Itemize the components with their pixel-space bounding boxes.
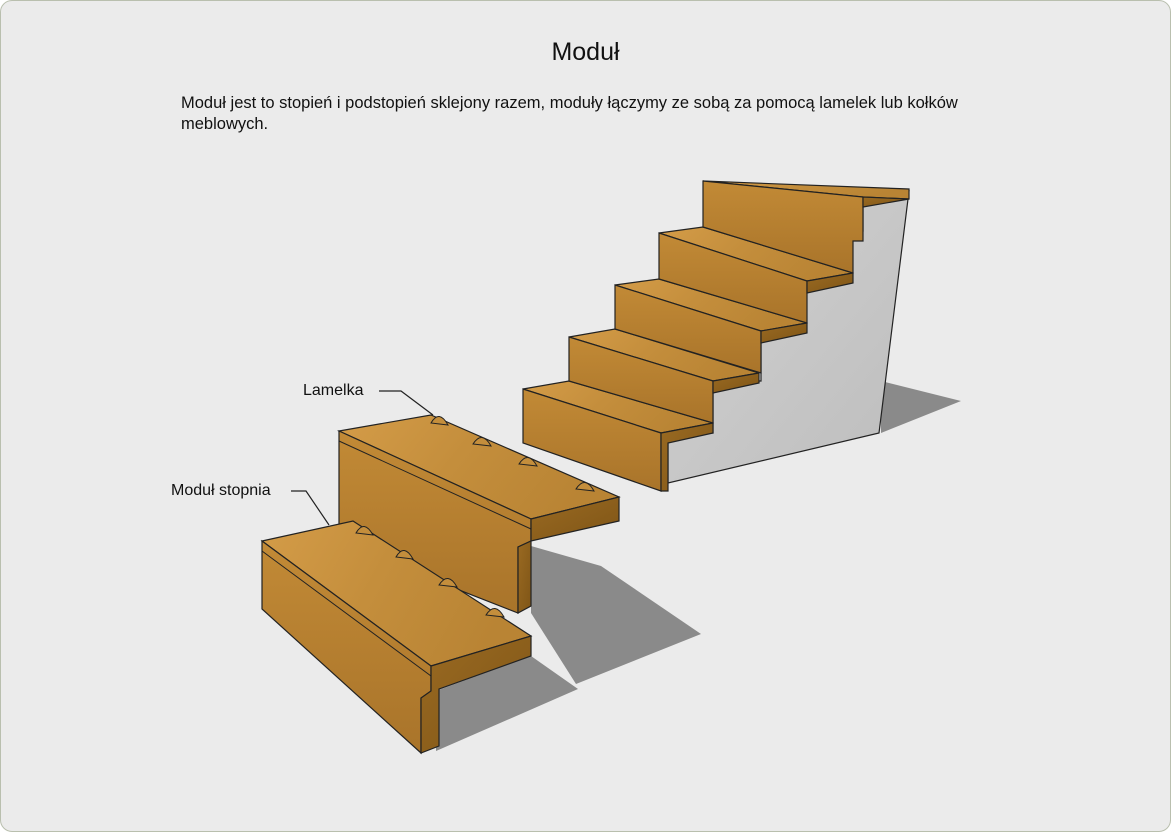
lamella-dowels-lower [355, 526, 505, 618]
lamella [438, 578, 458, 588]
stair-shadow [881, 381, 961, 433]
lamelka-leader-line [379, 390, 434, 416]
lamella [395, 550, 414, 560]
module-shadows [436, 546, 701, 751]
lamella [575, 482, 595, 492]
label-modul-stopnia: Moduł stopnia [171, 482, 271, 499]
lamella [472, 437, 492, 447]
lamella [485, 608, 505, 618]
modul-stopnia-leader-line [291, 490, 330, 526]
page-title: Moduł [551, 38, 620, 66]
assembled-staircase [522, 180, 910, 492]
lamella-dowels-upper [430, 416, 595, 492]
label-lamelka: Lamelka [303, 382, 364, 399]
lamella [355, 526, 374, 536]
lamella [518, 457, 538, 467]
lower-module [260, 520, 533, 755]
lamella [430, 416, 449, 426]
description-text: Moduł jest to stopień i podstopień sklej… [181, 94, 958, 133]
